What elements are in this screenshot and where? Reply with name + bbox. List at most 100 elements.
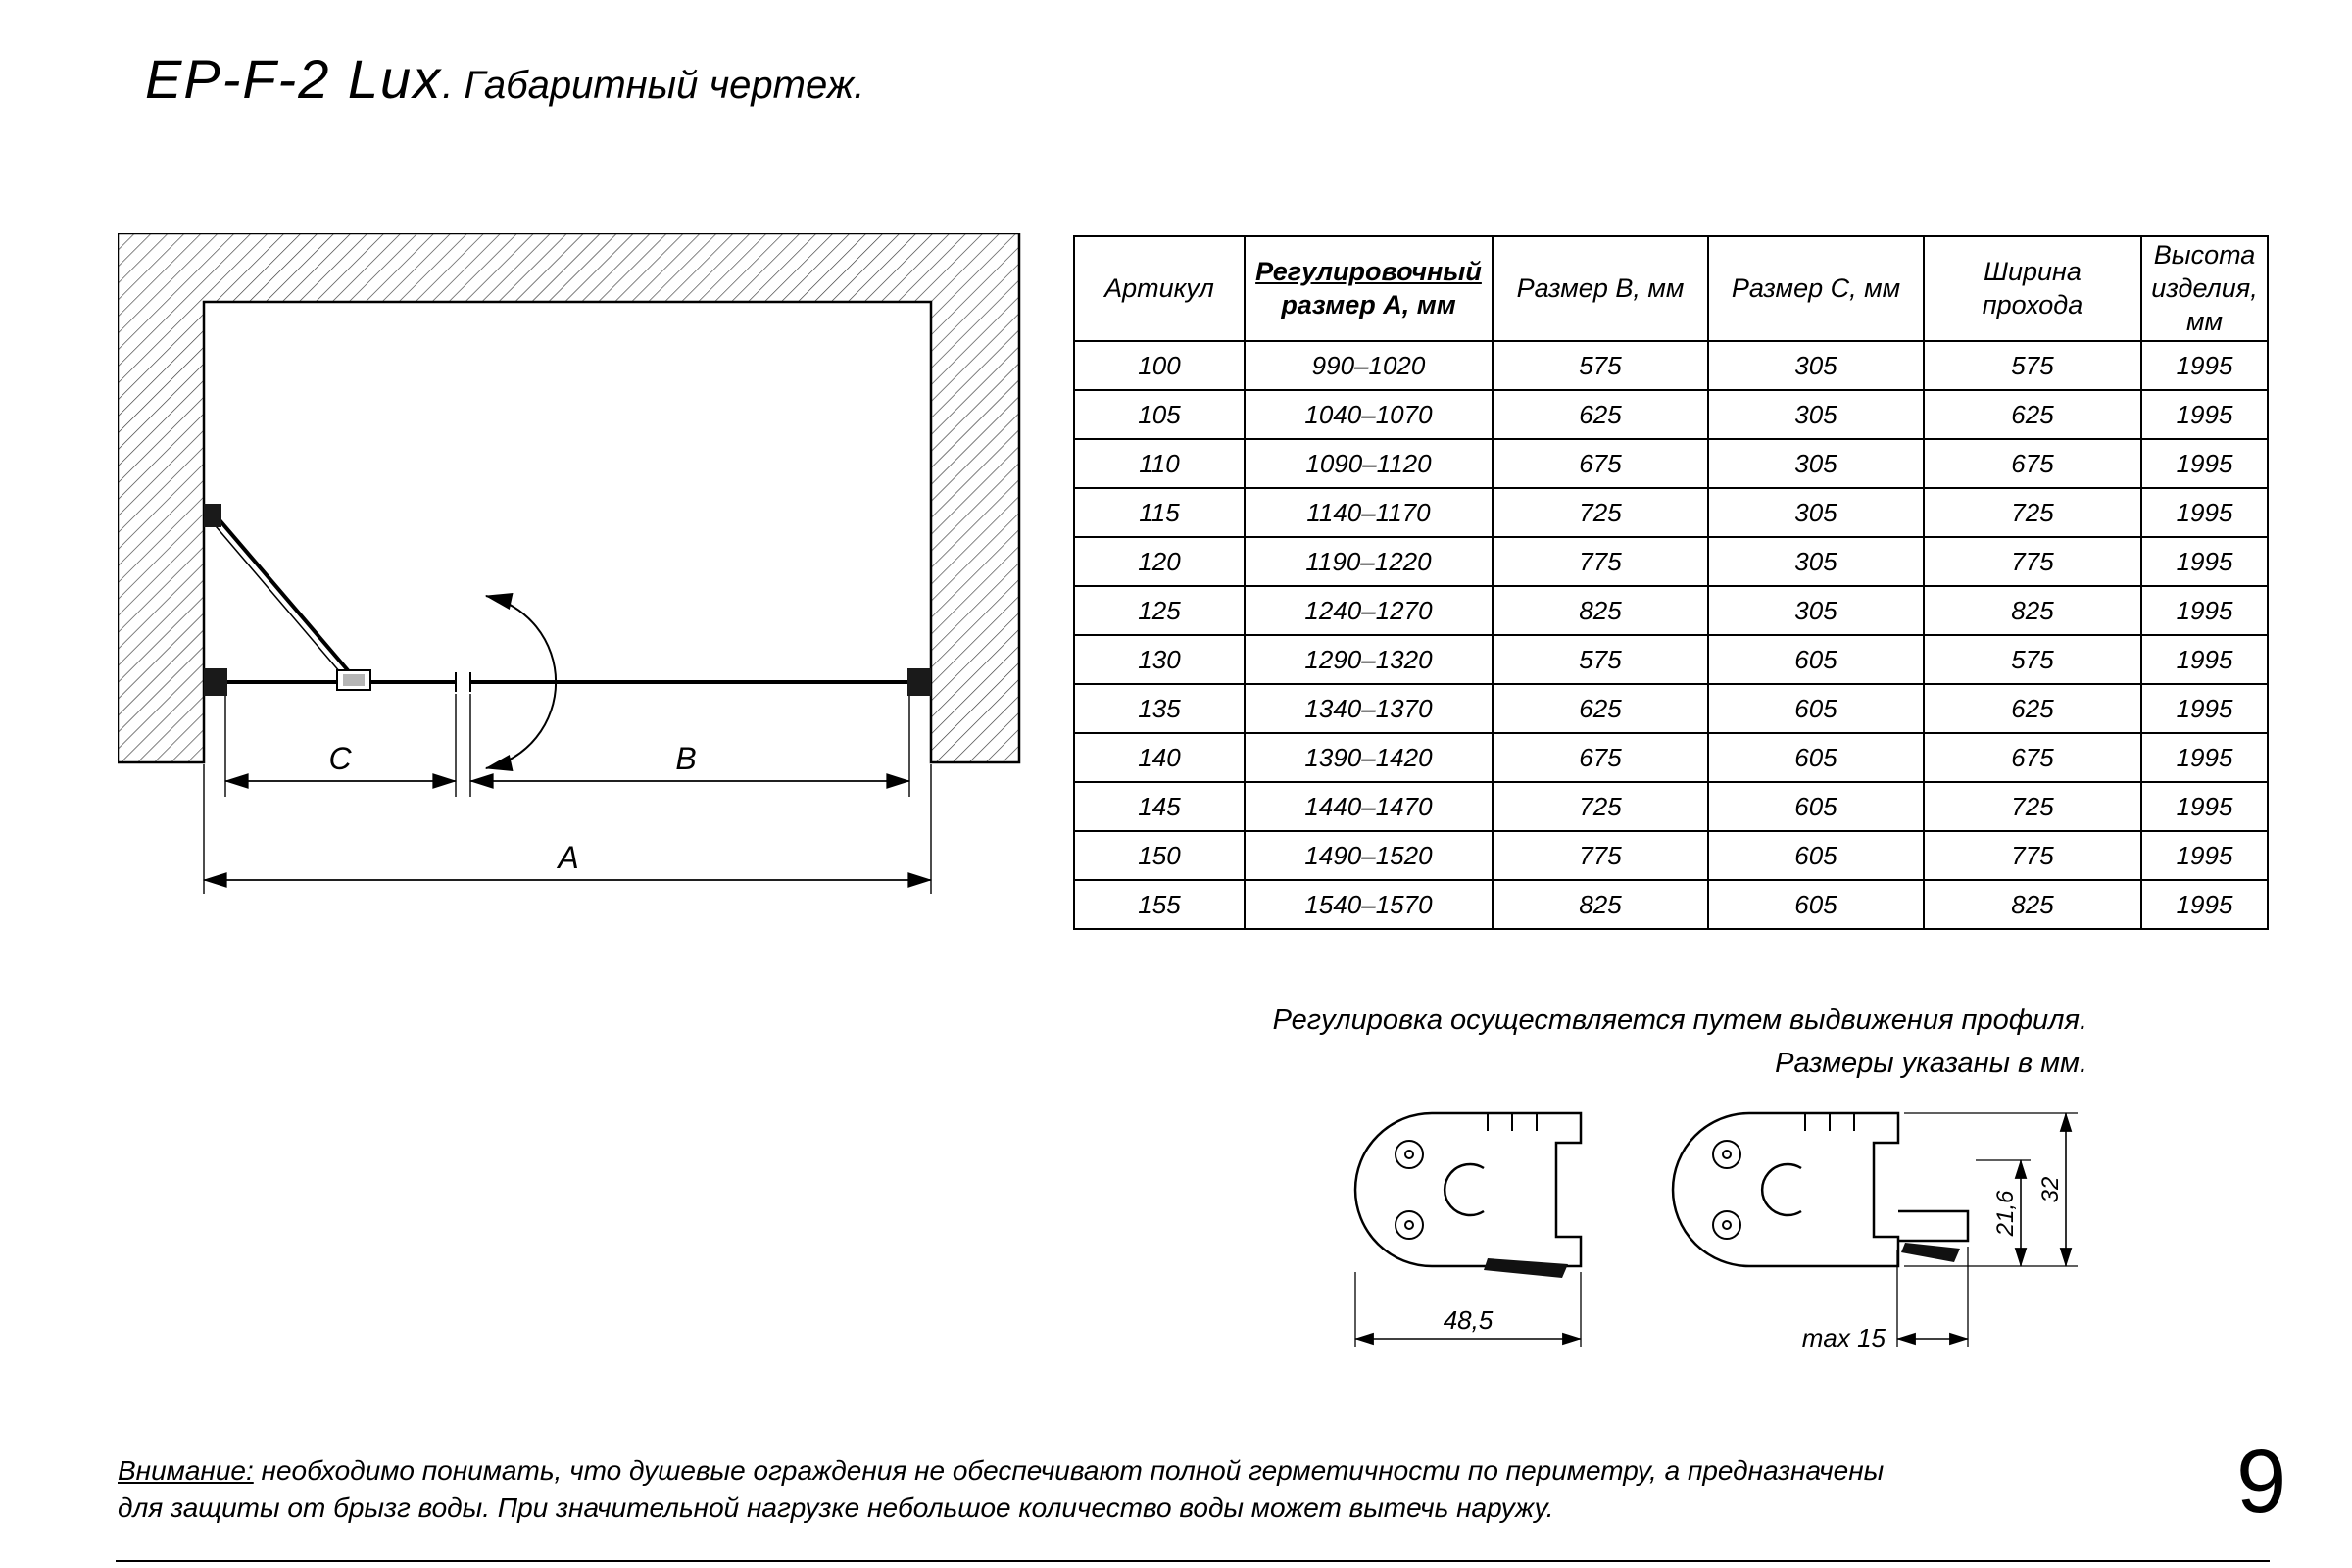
- spec-cell: 1340–1370: [1244, 683, 1494, 735]
- spec-cell: 1440–1470: [1244, 781, 1494, 833]
- spec-cell: 305: [1707, 487, 1925, 539]
- pivot-block-inner: [343, 674, 365, 686]
- spec-cell: 605: [1707, 830, 1925, 882]
- spec-cell: 1995: [2140, 683, 2269, 735]
- spec-cell: 1995: [2140, 830, 2269, 882]
- profile-cross-sections: 48,5 max 15 21,6 32: [1353, 1111, 2078, 1352]
- spec-cell: 990–1020: [1244, 340, 1494, 392]
- dimension-a-label: A: [556, 840, 578, 875]
- spec-cell: 775: [1923, 830, 2142, 882]
- spec-cell: 1995: [2140, 585, 2269, 637]
- note-line-2: Размеры указаны в мм.: [1775, 1047, 2087, 1079]
- spec-cell: 1190–1220: [1244, 536, 1494, 588]
- spec-cell: 135: [1073, 683, 1246, 735]
- spec-cell: 130: [1073, 634, 1246, 686]
- bottom-rule: [116, 1560, 2270, 1562]
- spec-cell: 305: [1707, 536, 1925, 588]
- spec-cell: 605: [1707, 683, 1925, 735]
- dimension-c-label: C: [328, 741, 352, 776]
- spec-cell: 155: [1073, 879, 1246, 931]
- spec-header-row: Артикул Регулировочный размер А, мм Разм…: [1073, 234, 2269, 343]
- profile-outer-height-label: 32: [2037, 1177, 2064, 1203]
- spec-cell: 1995: [2140, 634, 2269, 686]
- spec-cell: 725: [1923, 781, 2142, 833]
- profile-inner-height-label: 21,6: [1992, 1190, 2019, 1237]
- wall-bracket-left: [204, 668, 227, 696]
- spec-cell: 775: [1492, 536, 1709, 588]
- spec-cell: 625: [1492, 389, 1709, 441]
- wall-bracket-right: [907, 668, 931, 696]
- spec-cell: 100: [1073, 340, 1246, 392]
- spec-cell: 110: [1073, 438, 1246, 490]
- dimension-drawing: C B A: [118, 233, 1021, 894]
- spec-cell: 675: [1923, 438, 2142, 490]
- spec-cell: 605: [1707, 732, 1925, 784]
- profile-right: [1671, 1111, 1970, 1268]
- spec-cell: 1390–1420: [1244, 732, 1494, 784]
- warning-line-1: Внимание: необходимо понимать, что душев…: [118, 1452, 2068, 1490]
- spec-cell: 625: [1492, 683, 1709, 735]
- spec-cell: 675: [1923, 732, 2142, 784]
- product-code: EP-F-2 Lux: [145, 48, 443, 110]
- wall-section: [118, 233, 1021, 764]
- spec-cell: 120: [1073, 536, 1246, 588]
- page-number: 9: [2236, 1432, 2287, 1532]
- profile-left: [1353, 1111, 1583, 1278]
- page-subtitle: . Габаритный чертеж.: [442, 64, 865, 107]
- open-door-panel-inner: [210, 519, 347, 680]
- col-size-c: Размер С, мм: [1707, 234, 1925, 343]
- spec-cell: 145: [1073, 781, 1246, 833]
- spec-cell: 1995: [2140, 781, 2269, 833]
- spec-cell: 775: [1492, 830, 1709, 882]
- spec-cell: 605: [1707, 634, 1925, 686]
- spec-cell: 1240–1270: [1244, 585, 1494, 637]
- spec-cell: 125: [1073, 585, 1246, 637]
- warning-text: необходимо понимать, что душевые огражде…: [253, 1455, 1885, 1486]
- adjustment-notes: Регулировка осуществляется путем выдвиже…: [1176, 1000, 2087, 1085]
- spec-cell: 1995: [2140, 389, 2269, 441]
- spec-cell: 1290–1320: [1244, 634, 1494, 686]
- spec-cell: 675: [1492, 732, 1709, 784]
- spec-cell: 605: [1707, 879, 1925, 931]
- spec-cell: 1995: [2140, 879, 2269, 931]
- spec-cell: 605: [1707, 781, 1925, 833]
- seal-right: [1901, 1243, 1960, 1262]
- spec-cell: 1490–1520: [1244, 830, 1494, 882]
- spec-cell: 1995: [2140, 487, 2269, 539]
- spec-cell: 1040–1070: [1244, 389, 1494, 441]
- spec-cell: 140: [1073, 732, 1246, 784]
- col-size-b: Размер В, мм: [1492, 234, 1709, 343]
- spec-cell: 105: [1073, 389, 1246, 441]
- spec-cell: 1995: [2140, 340, 2269, 392]
- spec-cell: 825: [1492, 585, 1709, 637]
- profile-width-label: 48,5: [1444, 1305, 1494, 1335]
- spec-cell: 1995: [2140, 438, 2269, 490]
- spec-cell: 725: [1492, 487, 1709, 539]
- spec-cell: 575: [1492, 634, 1709, 686]
- col-article: Артикул: [1073, 234, 1246, 343]
- note-line-1: Регулировка осуществляется путем выдвиже…: [1272, 1004, 2087, 1036]
- spec-cell: 1140–1170: [1244, 487, 1494, 539]
- spec-cell: 575: [1923, 340, 2142, 392]
- spec-cell: 305: [1707, 438, 1925, 490]
- spec-cell: 725: [1923, 487, 2142, 539]
- spec-cell: 625: [1923, 389, 2142, 441]
- spec-cell: 575: [1923, 634, 2142, 686]
- door-swing-arc: [484, 592, 558, 772]
- spec-cell: 825: [1923, 879, 2142, 931]
- open-door-panel: [214, 514, 355, 678]
- warning-label: Внимание:: [118, 1455, 254, 1486]
- spec-table: Артикул Регулировочный размер А, мм Разм…: [1073, 234, 2269, 931]
- col-passage-width: Ширина прохода: [1923, 234, 2142, 343]
- warning-line-2: для защиты от брызг воды. При значительн…: [118, 1492, 1554, 1523]
- spec-cell: 1090–1120: [1244, 438, 1494, 490]
